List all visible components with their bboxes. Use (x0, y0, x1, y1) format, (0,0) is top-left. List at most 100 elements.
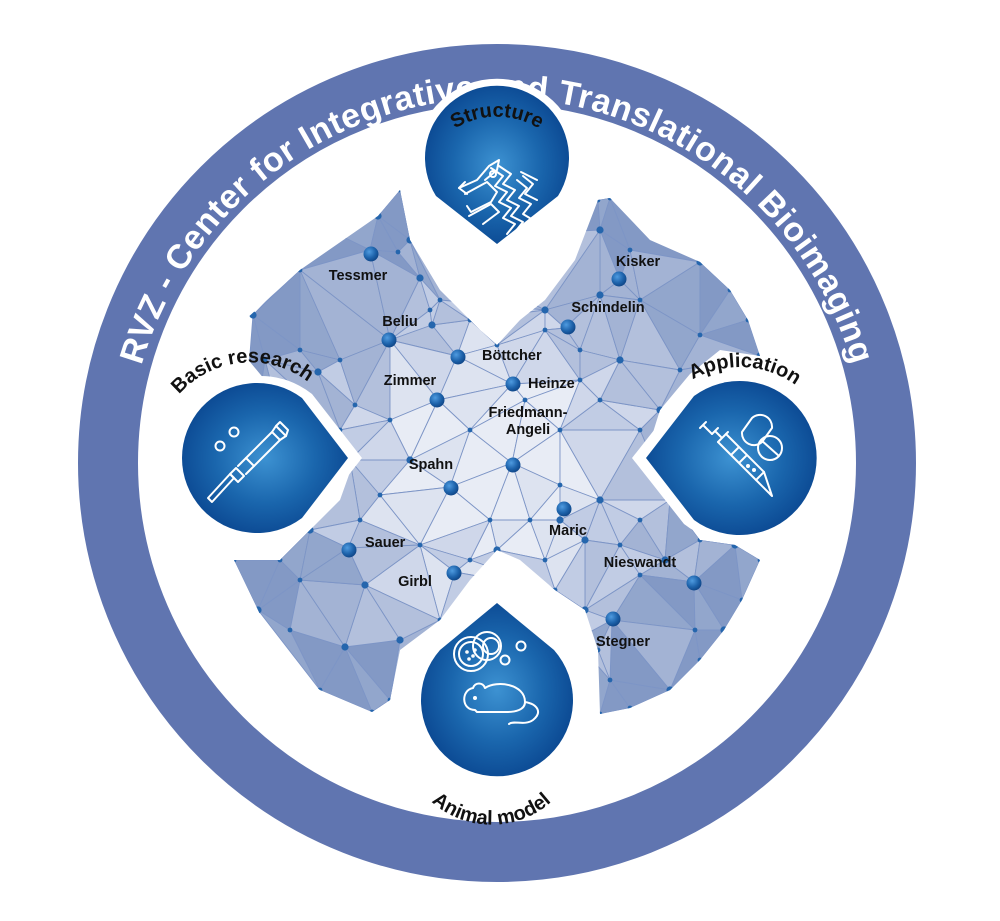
network-node (417, 542, 423, 548)
network-node (557, 482, 563, 488)
network-node (697, 657, 703, 663)
member-node-friedmann-angeli (505, 457, 521, 473)
area-animal-model: Animal model (413, 590, 581, 830)
area-application: Application (632, 350, 820, 543)
member-node-nieswandt (686, 575, 702, 591)
network-node (437, 297, 443, 303)
network-node (627, 247, 633, 253)
network-node (557, 427, 563, 433)
network-node (607, 195, 613, 201)
network-node (357, 517, 363, 523)
member-label-line: Friedmann- (489, 405, 568, 421)
network-node (617, 542, 623, 548)
network-node (352, 402, 358, 408)
network-node (416, 274, 424, 282)
member-node-stegner (605, 611, 621, 627)
network-node (552, 587, 558, 593)
animal-model-drop (421, 603, 573, 777)
network-node (374, 212, 382, 220)
network-node (745, 317, 751, 323)
member-label-tessmer: Tessmer (329, 268, 388, 284)
network-node (607, 677, 613, 683)
pipette-icon (207, 421, 289, 503)
network-node (317, 687, 323, 693)
network-node (437, 617, 443, 623)
network-node (249, 311, 257, 319)
member-node-schindelin (560, 319, 576, 335)
member-label-girbl: Girbl (398, 574, 432, 590)
network-node (541, 306, 549, 314)
network-node (696, 258, 704, 266)
member-node-sauer (341, 542, 357, 558)
network-triangle (734, 544, 760, 602)
network-node (577, 377, 583, 383)
network-node (720, 626, 728, 634)
member-node-zimmer (429, 392, 445, 408)
network-node (616, 356, 624, 364)
network-node (556, 516, 564, 524)
member-labels: TessmerKiskerSchindelinBeliuBöttcherHein… (329, 254, 677, 650)
network-node (637, 517, 643, 523)
network-node (493, 546, 501, 554)
area-structure: Structure (414, 78, 579, 262)
network-node (330, 229, 336, 235)
network-node (697, 537, 703, 543)
application-drop (646, 381, 817, 535)
network-node (661, 556, 669, 564)
network-node (428, 321, 436, 329)
network-node (277, 557, 283, 563)
network-node (597, 711, 603, 714)
network-node (369, 709, 375, 714)
network-node (581, 606, 589, 614)
network-triangle (529, 519, 561, 562)
network-node (597, 397, 603, 403)
network-node (757, 557, 760, 563)
member-label-maric: Maric (549, 523, 587, 539)
network-node (581, 536, 589, 544)
network-node (542, 557, 548, 563)
network-node (467, 427, 473, 433)
network-node (522, 397, 528, 403)
member-node-kisker (611, 271, 627, 287)
member-label-nieswandt: Nieswandt (604, 555, 677, 571)
protein-structure-icon (458, 159, 538, 235)
member-node-b-ttcher (450, 349, 466, 365)
network-node (387, 697, 393, 703)
member-label-sauer: Sauer (365, 535, 406, 551)
network-node (427, 307, 433, 313)
network-node (692, 627, 698, 633)
member-nodes (341, 246, 702, 627)
member-label-friedmann-angeli: Friedmann-Angeli (489, 405, 568, 438)
member-label-heinze: Heinze (528, 376, 575, 392)
network-node (596, 496, 604, 504)
network-node (596, 226, 604, 234)
network-node (577, 347, 583, 353)
mouse-cells-icon (453, 631, 540, 725)
network-node (297, 347, 303, 353)
network-node (542, 327, 548, 333)
member-label-kisker: Kisker (616, 254, 661, 270)
network-node (656, 406, 664, 414)
network-node (397, 190, 403, 193)
member-label-line: Angeli (506, 422, 550, 438)
network-node (596, 291, 604, 299)
network-node (406, 456, 414, 464)
structure-drop (424, 85, 569, 244)
network-node (627, 705, 633, 711)
network-node (287, 627, 293, 633)
network-node (396, 636, 404, 644)
network-node (467, 317, 473, 323)
network-node (731, 541, 739, 549)
network-node (527, 517, 533, 523)
member-node-spahn (443, 480, 459, 496)
member-node-maric (556, 501, 572, 517)
member-label-stegner: Stegner (596, 634, 650, 650)
outer-ring (78, 44, 916, 882)
network-node (637, 572, 643, 578)
network-node (314, 368, 322, 376)
network-node (387, 417, 393, 423)
network-node (262, 357, 268, 363)
network-node (254, 606, 262, 614)
basic-research-drop (181, 382, 348, 533)
